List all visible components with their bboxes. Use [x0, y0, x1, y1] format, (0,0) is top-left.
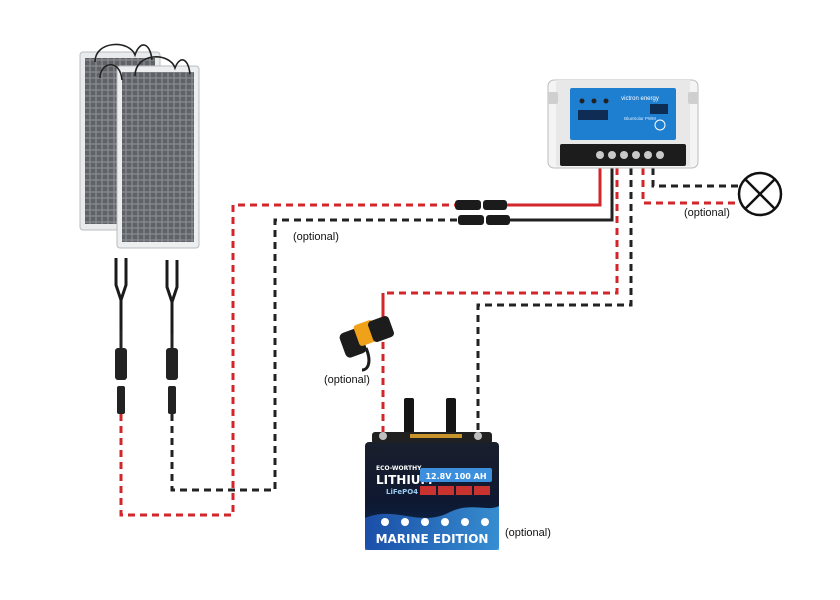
battery-chemistry-title: LITHIUM	[376, 473, 433, 487]
charge-controller: victron energy BlueSolar PWM	[547, 79, 699, 169]
wire-negative-panel-to-controller	[170, 218, 458, 492]
battery-brand-text: ECO-WORTHY	[376, 465, 422, 472]
wire-battery-positive	[381, 168, 619, 432]
y-branch-connector-positive	[114, 258, 128, 330]
battery-edition-text: MARINE EDITION	[376, 532, 489, 546]
y-branch-connector-negative	[165, 260, 179, 334]
battery-negative-terminal	[474, 432, 482, 440]
mc4-connector-pair-positive	[115, 330, 127, 414]
battery-positive-terminal	[379, 432, 387, 440]
controller-display	[650, 104, 668, 114]
wire-load	[641, 168, 740, 205]
wire-battery-negative	[476, 168, 633, 432]
optional-label-fuse: (optional)	[324, 374, 370, 386]
battery-chemistry-subtitle: LiFePO4	[386, 488, 418, 496]
controller-model-text: BlueSolar PWM	[624, 116, 656, 121]
inline-fuse-holder	[339, 293, 394, 372]
optional-label-solar-wire: (optional)	[293, 231, 339, 243]
mc4-inline-connectors	[455, 200, 510, 225]
mc4-connector-pair-negative	[166, 334, 178, 414]
optional-label-battery: (optional)	[505, 527, 551, 539]
wire-solid-to-controller	[507, 168, 614, 222]
solar-panel-front	[116, 65, 200, 249]
optional-label-load: (optional)	[684, 207, 730, 219]
battery-rating-text: 12.8V 100 AH	[425, 472, 486, 481]
controller-brand-text: victron energy	[621, 96, 659, 102]
load-lamp-icon	[737, 171, 783, 217]
panel-junction-cables	[94, 43, 191, 81]
lifepo4-battery: ECO-WORTHY LITHIUM LiFePO4 12.8V 100 AH …	[365, 398, 499, 550]
